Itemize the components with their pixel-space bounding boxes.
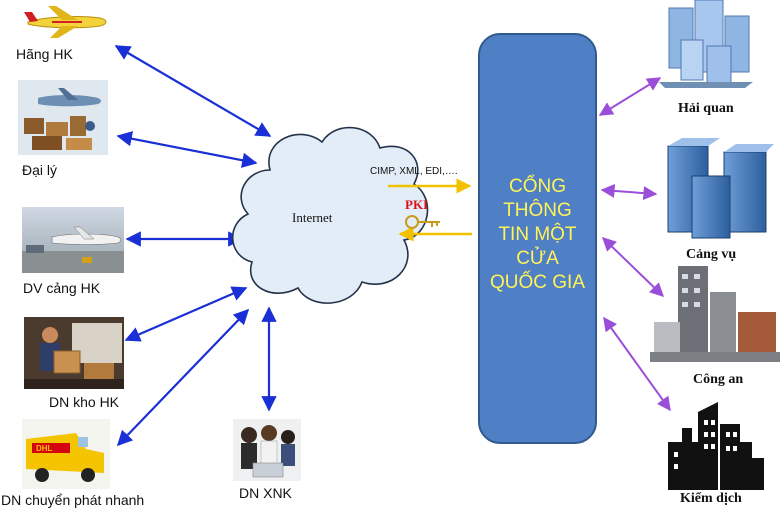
airport-apron-icon	[22, 207, 124, 273]
arrow-cong-an	[601, 237, 665, 297]
airplane-icon	[24, 6, 107, 38]
warehouse-worker-icon	[24, 317, 124, 389]
node-label-cang-vu: Cảng vụ	[686, 247, 737, 262]
office-towers-icon	[667, 138, 774, 239]
node-label-dn-chuyen-phat-nhanh: DN chuyển phát nhanh	[1, 492, 145, 508]
internet-cloud	[231, 126, 429, 304]
node-label-dn-kho-hk: DN kho HK	[49, 394, 120, 410]
protocol-label: CIMP, XML, EDI,….	[370, 166, 458, 177]
cargo-plane-icon	[18, 80, 108, 155]
express-van-icon: DHL	[22, 419, 110, 489]
node-label-dv-cang-hk: DV cảng HK	[23, 280, 101, 296]
portal-title: CỔNG THÔNG TIN MỘT CỬA QUỐC GIA	[480, 175, 595, 295]
city-block-icon	[650, 266, 780, 362]
arrow-dai-ly	[116, 131, 258, 168]
arrow-hang-hk	[114, 45, 272, 137]
pki-label: PKI	[405, 197, 429, 212]
buildings-icon	[659, 0, 753, 88]
key-icon	[405, 215, 440, 229]
node-label-cong-an: Công an	[693, 372, 744, 387]
node-label-hai-quan: Hải quan	[678, 101, 734, 116]
cloud-label: Internet	[292, 210, 333, 225]
node-label-hang-hk: Hãng HK	[16, 46, 73, 62]
portal-title-line: THÔNG	[503, 200, 572, 221]
svg-text:DHL: DHL	[36, 444, 53, 453]
portal-title-line: CỬA	[516, 248, 559, 269]
arrow-hai-quan	[598, 77, 662, 116]
arrow-kiem-dich	[603, 316, 671, 412]
arrow-cang-vu	[600, 183, 658, 201]
portal-title-line: CỔNG	[509, 176, 566, 197]
portal-title-line: QUỐC GIA	[489, 272, 585, 293]
node-label-dai-ly: Đại lý	[22, 162, 58, 178]
arrow-dn-chuyen-phat	[116, 308, 250, 447]
node-label-kiem-dich: Kiểm dịch	[680, 491, 742, 506]
node-label-dn-xnk: DN XNK	[239, 485, 292, 501]
skyscraper-silhouette-icon	[668, 402, 764, 490]
national-single-window-portal: CỔNG THÔNG TIN MỘT CỬA QUỐC GIA	[478, 33, 597, 444]
portal-title-line: TIN MỘT	[498, 224, 577, 245]
office-workers-icon	[233, 419, 301, 481]
